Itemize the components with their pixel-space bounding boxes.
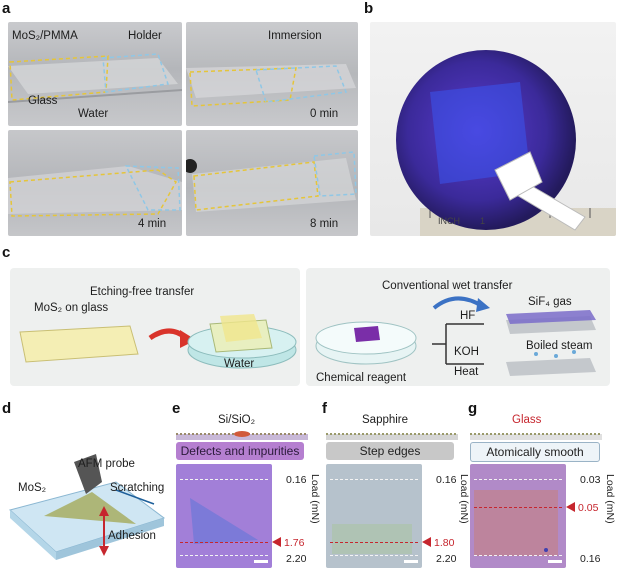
label-heat: Heat [454, 366, 479, 378]
substrate-sapphire: Sapphire [362, 414, 409, 426]
scale-bar-e [254, 560, 268, 563]
photo-a-4min [8, 130, 182, 236]
photo-a2-drawing [186, 64, 356, 107]
substrate-e-layer [176, 431, 308, 440]
etching-free-title: Etching-free transfer [90, 286, 195, 298]
label-chemical-reagent: Chemical reagent [316, 372, 407, 384]
photo-a-immersion [186, 22, 358, 126]
dash-bottom-e [180, 555, 268, 556]
label-mos2-on-glass: MoS₂ on glass [34, 302, 109, 314]
panel-label-a: a [2, 0, 11, 17]
tick-bottom-e: 2.20 [286, 553, 307, 565]
panel-label-e: e [172, 400, 181, 417]
label-water: Water [78, 108, 109, 120]
load-axis-label-e: Load (mN) [309, 474, 321, 524]
bar-atomically-smooth: Atomically smooth [470, 442, 600, 462]
load-axis-label-f: Load (mN) [458, 474, 470, 524]
tick-bottom-g: 0.16 [580, 553, 601, 565]
dash-marker-e [180, 542, 268, 543]
photo-a1-drawing [8, 53, 182, 103]
label-scratching: Scratching [110, 482, 165, 494]
scale-bar-g [548, 560, 562, 563]
etching-free-drawing [19, 314, 297, 369]
afm-scratch-diagram [8, 454, 166, 560]
bar-step-edges: Step edges [326, 442, 454, 460]
photo-a4-drawing [186, 151, 357, 212]
bar-defects-impurities: Defects and impurities [176, 442, 304, 460]
photo-a-8min [186, 130, 358, 236]
panel-label-b: b [364, 0, 374, 17]
label-time-0: 0 min [310, 108, 339, 120]
substrate-si-sio2: Si/SiO₂ [218, 414, 256, 426]
label-time-8: 8 min [310, 218, 339, 230]
label-afm-probe: AFM probe [78, 458, 135, 470]
optical-image-f [326, 464, 422, 568]
substrate-f-layer [326, 433, 458, 440]
dash-marker-g [474, 507, 562, 508]
label-sif4-gas: SiF₄ gas [528, 296, 572, 308]
tick-top-e: 0.16 [286, 474, 307, 486]
load-axis-label-g: Load (mN) [604, 474, 616, 524]
label-mos2-pmma: MoS₂/PMMA [12, 30, 78, 42]
marker-value-e: 1.76 [284, 537, 305, 549]
dash-top-e [180, 479, 268, 480]
label-adhesion: Adhesion [108, 530, 156, 542]
panel-label-g: g [468, 400, 478, 417]
label-boiled-steam: Boiled steam [526, 340, 593, 352]
label-mos2-d: MoS₂ [18, 482, 47, 494]
optical-f-drawing [332, 524, 412, 554]
label-time-4: 4 min [138, 218, 167, 230]
optical-e-drawing [190, 498, 258, 544]
dash-bottom-g [474, 555, 562, 556]
ruler-num: 1 [480, 216, 486, 226]
label-water-c: Water [224, 358, 255, 370]
optical-g-drawing [474, 490, 558, 556]
optical-image-e [176, 464, 272, 568]
label-immersion: Immersion [268, 30, 322, 42]
conventional-box [306, 268, 610, 386]
marker-triangle-e [272, 537, 281, 547]
panel-label-f: f [322, 400, 327, 417]
dash-marker-f [330, 542, 418, 543]
label-hf: HF [460, 310, 476, 322]
etching-free-box [10, 268, 300, 386]
optical-image-g [470, 464, 566, 568]
ruler-text: INCH [438, 216, 460, 226]
tick-top-f: 0.16 [436, 474, 457, 486]
marker-value-f: 1.80 [434, 537, 455, 549]
panel-label-c: c [2, 244, 11, 261]
dash-bottom-f [330, 555, 418, 556]
dash-top-g [474, 479, 562, 480]
marker-triangle-f [422, 537, 431, 547]
marker-triangle-g [566, 502, 575, 512]
tick-top-g: 0.03 [580, 474, 601, 486]
label-holder: Holder [128, 30, 162, 42]
conventional-title: Conventional wet transfer [382, 280, 513, 292]
label-glass: Glass [28, 95, 58, 107]
scale-bar-f [404, 560, 418, 563]
photo-a3-drawing [8, 165, 182, 217]
label-koh: KOH [454, 346, 479, 358]
conventional-drawing [315, 296, 596, 376]
substrate-g-layer [470, 433, 602, 440]
photo-a-holder [8, 22, 182, 126]
photo-b-drawing [396, 50, 616, 236]
panel-label-d: d [2, 400, 12, 417]
substrate-glass: Glass [512, 414, 542, 426]
marker-value-g: 0.05 [578, 502, 599, 514]
photo-b-wafer [370, 22, 616, 236]
tick-bottom-f: 2.20 [436, 553, 457, 565]
dash-top-f [330, 479, 418, 480]
